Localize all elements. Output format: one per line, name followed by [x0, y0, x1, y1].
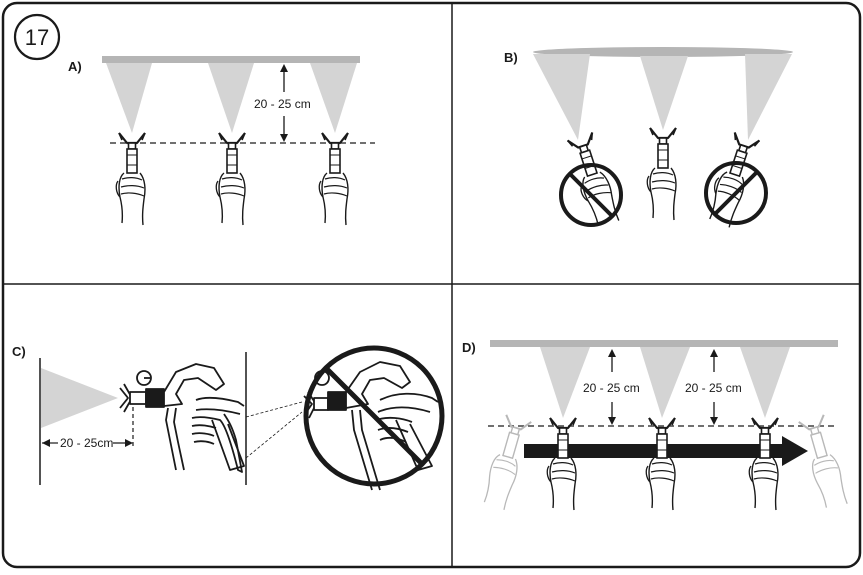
panel-d-surface [490, 340, 838, 347]
step-number: 17 [25, 25, 49, 50]
panel-d-distance-left: 20 - 25 cm [583, 381, 640, 395]
panel-a-label: A) [68, 59, 82, 74]
panel-d-label: D) [462, 340, 476, 355]
panel-d-distance-right: 20 - 25 cm [685, 381, 742, 395]
panel-b-label: B) [504, 50, 518, 65]
panel-a-distance-text: 20 - 25 cm [254, 97, 311, 111]
panel-a-surface [102, 56, 360, 63]
panel-c-distance-text: 20 - 25cm [60, 436, 113, 450]
step-number-badge: 17 [15, 15, 59, 59]
panel-c-label: C) [12, 344, 26, 359]
